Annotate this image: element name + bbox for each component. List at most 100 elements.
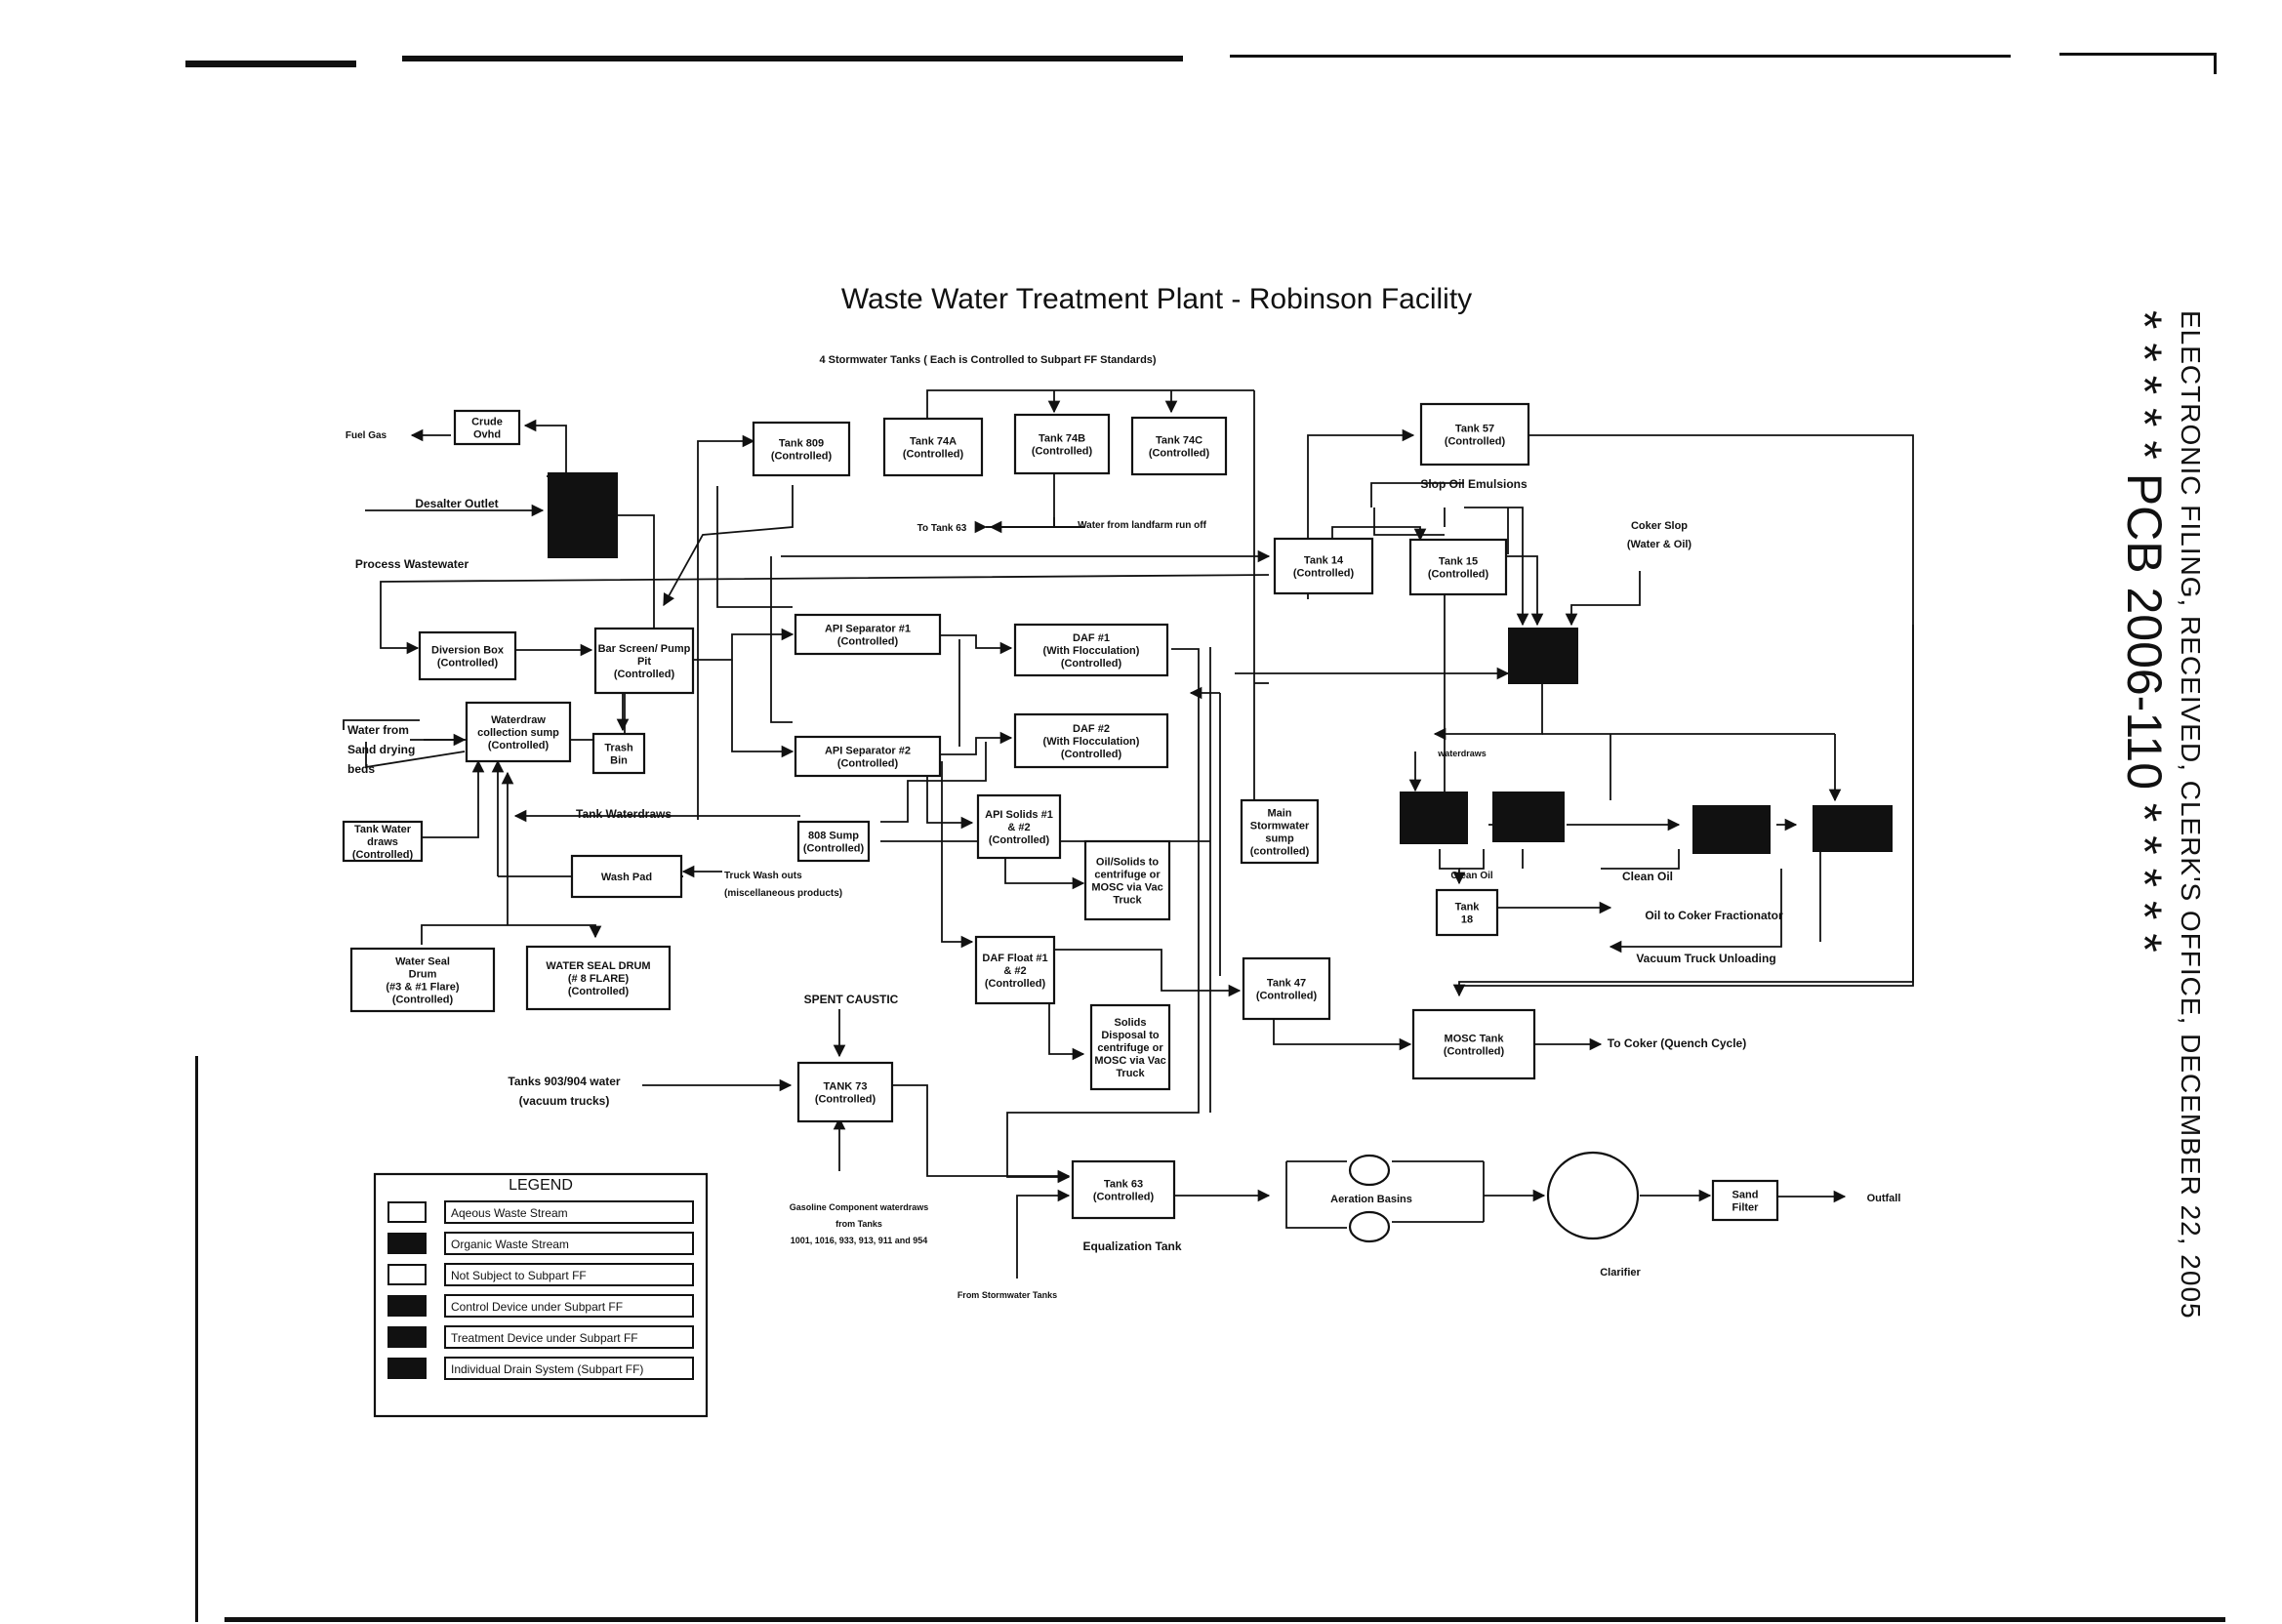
legend-swatch (387, 1233, 427, 1254)
legend-item: Individual Drain System (Subpart FF) (387, 1357, 694, 1380)
node-label: API Separator #2 (825, 746, 911, 757)
node-box (976, 793, 1062, 860)
label-from-stormwater: From Stormwater Tanks (958, 1290, 1057, 1300)
node-box (1419, 402, 1530, 467)
legend-label: Individual Drain System (Subpart FF) (451, 1362, 643, 1376)
node-label: Disposal to (1101, 1030, 1160, 1041)
label-gasoline: Gasoline Component waterdraws (790, 1202, 929, 1212)
diagram-labels: 4 Stormwater Tanks ( Each is Controlled … (346, 354, 1901, 1300)
node-label: (Controlled) (771, 451, 833, 463)
node-api-solids: API Solids #1& #2(Controlled) (976, 793, 1062, 860)
node-label: (Controlled) (488, 740, 550, 751)
node-box (752, 421, 851, 477)
node-box (349, 947, 496, 1013)
node-label: Tank 63 (1104, 1179, 1143, 1191)
treatment-block-dark (1508, 628, 1578, 684)
legend-label-box (444, 1325, 694, 1349)
node-box (796, 1061, 894, 1123)
node-label: (With Flocculation) (1043, 736, 1140, 748)
legend-label-box (444, 1294, 694, 1318)
node-label: sump (1265, 833, 1294, 845)
node-label: (Controlled) (1445, 436, 1506, 448)
node-label: Ovhd (473, 429, 501, 441)
node-box (1089, 1003, 1171, 1091)
node-tank-74a: Tank 74A(Controlled) (882, 417, 984, 477)
label-clean-oil-1: Clean Oil (1450, 871, 1493, 881)
label-gasoline: 1001, 1016, 933, 913, 911 and 954 (791, 1236, 928, 1245)
label-stormwater-tanks: 4 Stormwater Tanks ( Each is Controlled … (819, 354, 1156, 366)
legend-label-box (444, 1232, 694, 1255)
node-label: API Separator #1 (825, 624, 911, 635)
node-diversion-box: Diversion Box(Controlled) (418, 630, 517, 681)
node-label: Tank (1455, 902, 1481, 914)
node-label: Tank 14 (1304, 555, 1344, 567)
node-label: DAF Float #1 (982, 953, 1047, 964)
node-box (593, 627, 695, 695)
node-label: (Controlled) (1444, 1046, 1505, 1058)
node-label: Tank 74A (910, 436, 957, 448)
node-box (1411, 1008, 1536, 1080)
node-label: Tank 74B (1039, 433, 1085, 445)
node-tank-74c: Tank 74C(Controlled) (1130, 416, 1228, 476)
aeration-basin-2 (1348, 1210, 1391, 1243)
node-tank-water-draws: Tank Waterdraws(Controlled) (342, 820, 424, 863)
label-tanks-903: (vacuum trucks) (519, 1094, 610, 1108)
node-label: Filter (1732, 1202, 1760, 1214)
label-to-coker: To Coker (Quench Cycle) (1608, 1036, 1746, 1050)
node-label: (Controlled) (352, 849, 414, 861)
label-gasoline: from Tanks (835, 1219, 882, 1229)
node-label: Crude (471, 417, 503, 428)
node-mosc-tank: MOSC Tank(Controlled) (1411, 1008, 1536, 1080)
node-label: (# 8 FLARE) (568, 973, 630, 985)
node-box (1435, 888, 1499, 937)
drain-block-dark-2 (1492, 792, 1565, 842)
node-label: (Controlled) (837, 758, 899, 770)
node-label: Diversion Box (431, 645, 505, 657)
node-label: Water Seal (395, 956, 450, 968)
node-wash-pad: Wash Pad (570, 854, 683, 899)
node-label: Tank 809 (779, 438, 824, 450)
node-label: Waterdraw (491, 714, 546, 726)
node-label: Truck (1116, 1068, 1145, 1079)
label-waterdraws: waterdraws (1437, 749, 1487, 758)
label-desalter-outlet: Desalter Outlet (415, 497, 498, 510)
node-water-seal-drum-2: WATER SEAL DRUM(# 8 FLARE)(Controlled) (525, 945, 672, 1011)
label-to-tank-63: To Tank 63 (917, 523, 967, 534)
node-label: (Controlled) (837, 636, 899, 648)
label-coker-slop: Coker Slop (1631, 520, 1688, 532)
node-tank-809: Tank 809(Controlled) (752, 421, 851, 477)
node-label: MOSC Tank (1445, 1034, 1505, 1045)
node-tank-74b: Tank 74B(Controlled) (1013, 413, 1111, 475)
node-label: centrifuge or (1094, 870, 1161, 881)
node-box (570, 854, 683, 899)
node-tank-63: Tank 63(Controlled) (1071, 1159, 1176, 1220)
node-label: (controlled) (1250, 846, 1310, 858)
legend-label: Organic Waste Stream (451, 1238, 569, 1251)
legend-swatch (387, 1326, 427, 1348)
node-label: (Controlled) (989, 834, 1050, 846)
control-block-dark (1692, 805, 1771, 854)
node-tank-57: Tank 57(Controlled) (1419, 402, 1530, 467)
label-process-wastewater: Process Wastewater (355, 557, 469, 571)
node-api-sep-2: API Separator #2(Controlled) (794, 735, 942, 778)
node-box (794, 613, 942, 656)
node-box (1013, 712, 1169, 769)
node-label: (Controlled) (568, 986, 630, 997)
filing-stamp: ELECTRONIC FILING, RECEIVED, CLERK'S OFF… (2116, 310, 2206, 1320)
node-daf-1: DAF #1(With Flocculation)(Controlled) (1013, 623, 1169, 677)
node-label: (Controlled) (437, 658, 499, 670)
label-outfall: Outfall (1867, 1193, 1901, 1204)
node-box (465, 701, 572, 763)
node-label: Tank Water (354, 824, 412, 835)
node-box (453, 409, 521, 446)
aeration-basin-1 (1348, 1154, 1391, 1187)
node-box (1240, 798, 1320, 865)
node-label: Tank 15 (1439, 556, 1478, 568)
control-block-dark-2 (1813, 805, 1893, 852)
node-label: Pit (637, 656, 651, 668)
